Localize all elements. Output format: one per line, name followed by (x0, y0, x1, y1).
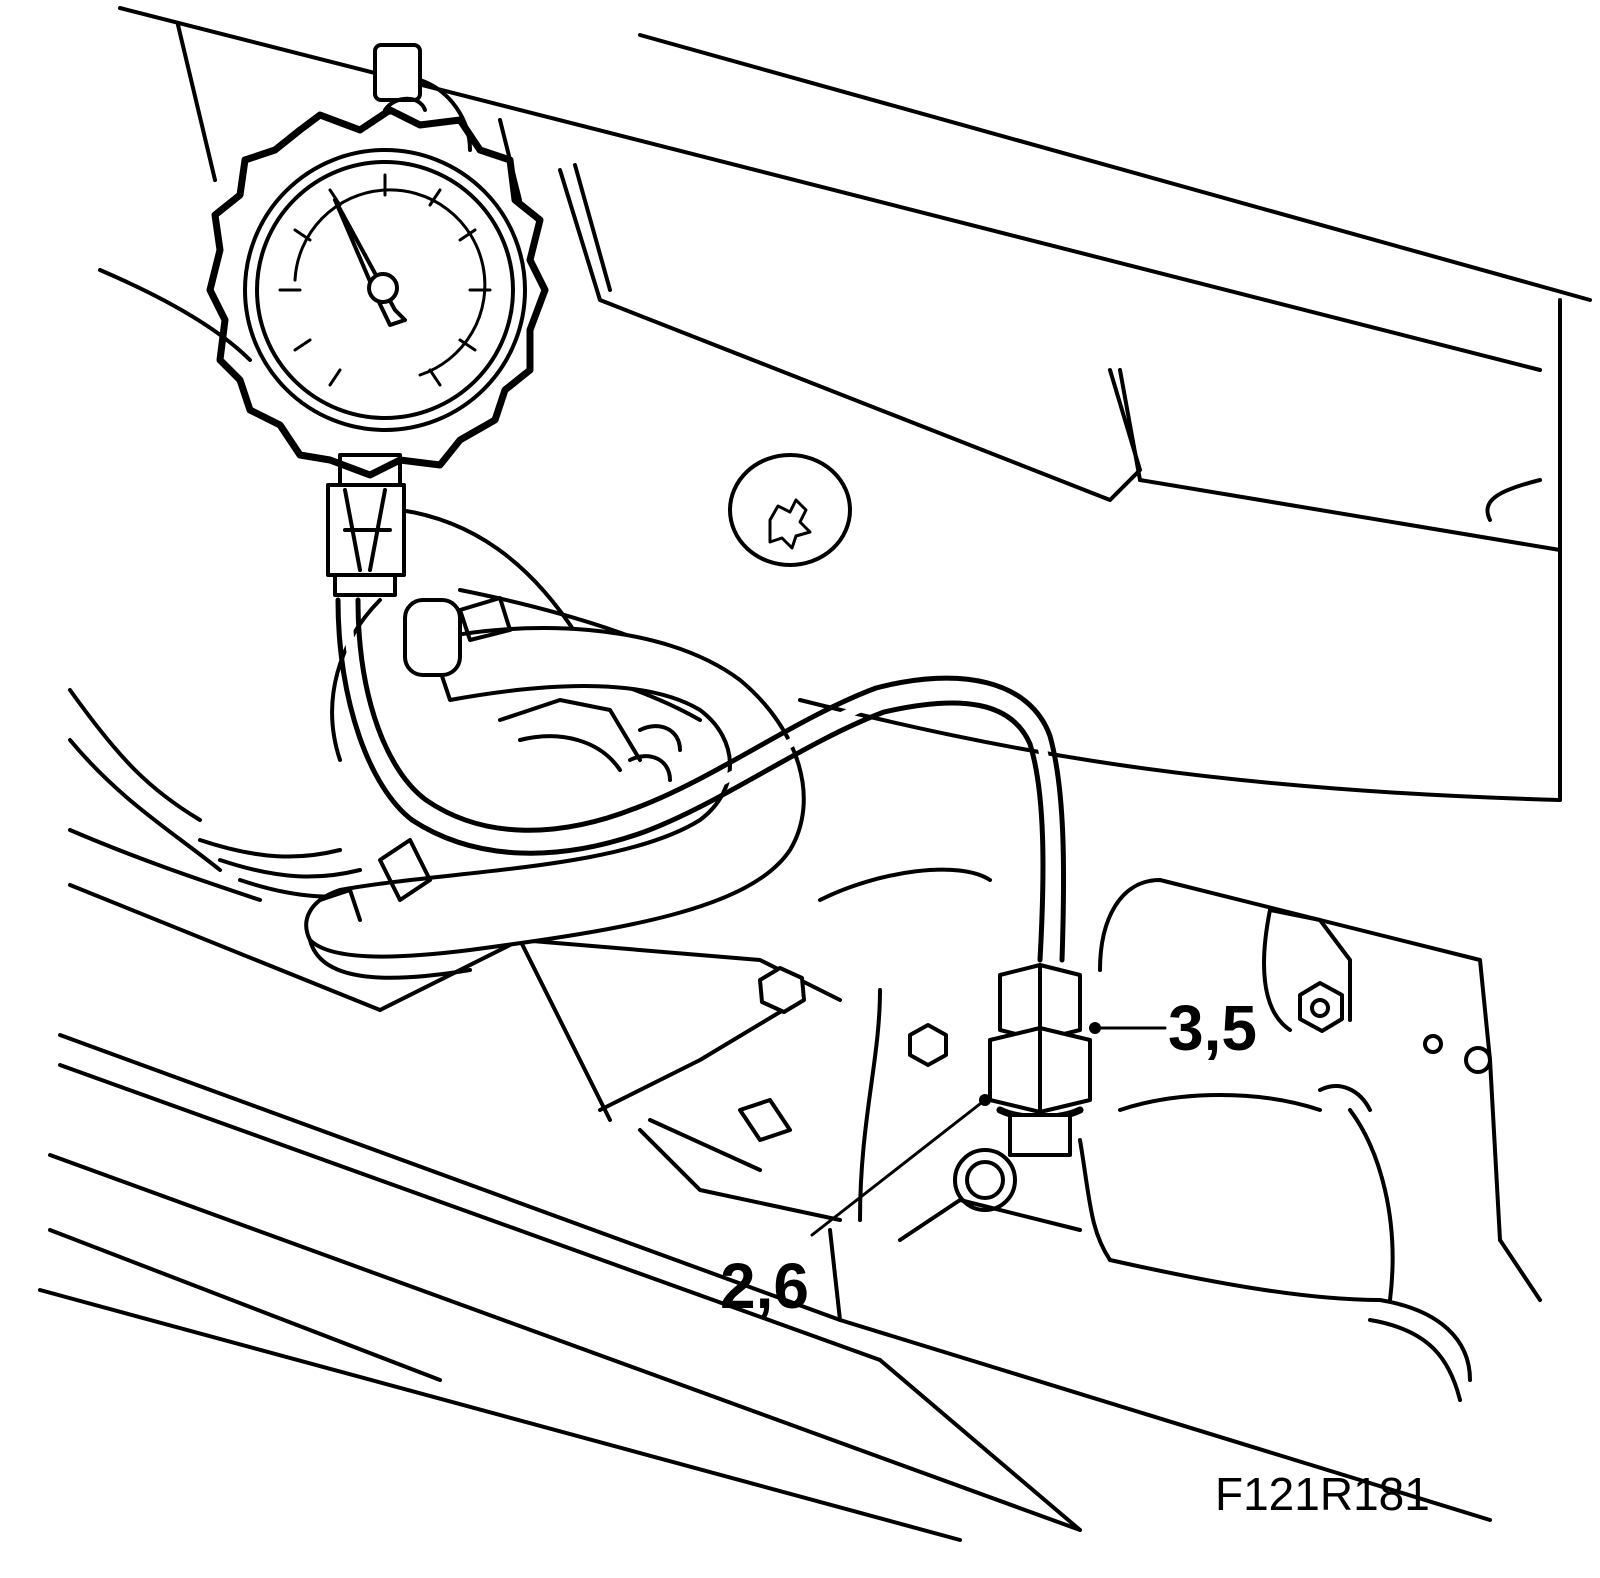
callout-leader-lower (810, 1098, 987, 1237)
hose-clamps (318, 596, 512, 922)
callout-label-upper: 3,5 (1168, 992, 1257, 1064)
callout-label-lower: 2,6 (720, 1250, 809, 1322)
lower-rails (38, 688, 1492, 1542)
hex-nut-icon (738, 966, 1344, 1142)
engine-bay-background (98, 6, 1592, 802)
gauge-coupling (326, 453, 406, 597)
torx-bolt-icon (728, 453, 852, 567)
callout-leaders (810, 1022, 1167, 1237)
rubber-hose (304, 626, 806, 980)
fuel-test-line (335, 595, 1067, 965)
test-fitting (988, 963, 1092, 1157)
pressure-gauge-icon (206, 43, 549, 479)
figure-id: F121R181 (1215, 1468, 1430, 1520)
